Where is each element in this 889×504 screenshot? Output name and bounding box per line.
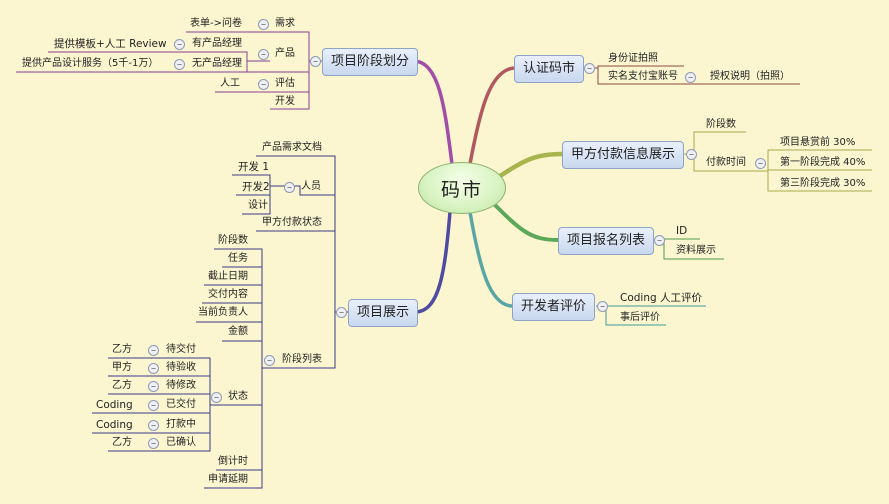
node-sl-task[interactable]: 任务 (228, 253, 248, 264)
branch-review (468, 211, 513, 308)
node-no-pm[interactable]: 无产品经理 (192, 58, 242, 69)
collapse-toggle-icon[interactable]: − (174, 59, 185, 70)
collapse-toggle-icon[interactable]: − (755, 158, 766, 169)
node-state-6-party[interactable]: 乙方 (112, 437, 132, 448)
collapse-toggle-icon[interactable]: − (258, 79, 269, 90)
collapse-toggle-icon[interactable]: − (584, 63, 595, 74)
collapse-toggle-icon[interactable]: − (654, 235, 665, 246)
node-sl-count[interactable]: 阶段数 (218, 235, 248, 246)
node-demand-form[interactable]: 表单->问卷 (190, 18, 242, 29)
branch-show (414, 211, 452, 314)
node-signup-profile[interactable]: 资料展示 (676, 245, 716, 256)
collapse-toggle-icon[interactable]: − (148, 438, 159, 449)
node-state-3-party[interactable]: 乙方 (112, 380, 132, 391)
node-people[interactable]: 人员 (301, 181, 321, 192)
topic-show[interactable]: 项目展示 (348, 299, 419, 327)
root-node[interactable]: 码市 (418, 162, 506, 214)
collapse-toggle-icon[interactable]: − (336, 307, 347, 318)
topic-signup[interactable]: 项目报名列表 (558, 227, 655, 255)
topic-stage[interactable]: 项目阶段划分 (322, 48, 419, 76)
node-estimate-manual[interactable]: 人工 (220, 78, 240, 89)
node-stage-list[interactable]: 阶段列表 (282, 354, 322, 365)
topic-payinfo[interactable]: 甲方付款信息展示 (562, 141, 685, 169)
node-product[interactable]: 产品 (275, 48, 295, 59)
node-dev2[interactable]: 开发2 (242, 181, 270, 193)
branch-signup (490, 200, 559, 242)
node-no-pm-service[interactable]: 提供产品设计服务（5千-1万） (22, 58, 159, 69)
node-review-coding[interactable]: Coding 人工评价 (620, 292, 702, 304)
node-pay-t1[interactable]: 项目悬赏前 30% (780, 137, 856, 148)
node-state-6[interactable]: 已确认 (166, 437, 196, 448)
node-paytime[interactable]: 付款时间 (706, 157, 746, 168)
node-sl-owner[interactable]: 当前负责人 (198, 307, 248, 318)
branch-auth (468, 66, 515, 165)
node-signup-id[interactable]: ID (676, 225, 688, 237)
node-state-4[interactable]: 已交付 (166, 399, 196, 410)
node-state-5[interactable]: 打款中 (166, 419, 196, 430)
branch-payinfo (498, 151, 563, 178)
node-state-1-party[interactable]: 乙方 (112, 344, 132, 355)
collapse-toggle-icon[interactable]: − (310, 56, 321, 67)
node-auth-note[interactable]: 授权说明（拍照） (710, 71, 790, 82)
collapse-toggle-icon[interactable]: − (686, 149, 697, 160)
node-state-2-party[interactable]: 甲方 (112, 362, 132, 373)
collapse-toggle-icon[interactable]: − (148, 420, 159, 431)
node-dev1[interactable]: 开发 1 (238, 161, 270, 173)
collapse-toggle-icon[interactable]: − (148, 381, 159, 392)
collapse-toggle-icon[interactable]: − (597, 301, 608, 312)
branch-stage (413, 59, 454, 165)
collapse-toggle-icon[interactable]: − (148, 363, 159, 374)
collapse-toggle-icon[interactable]: − (258, 19, 269, 30)
node-review-after[interactable]: 事后评价 (620, 312, 660, 323)
node-sl-amount[interactable]: 金额 (228, 326, 248, 337)
node-sl-deliver[interactable]: 交付内容 (208, 289, 248, 300)
collapse-toggle-icon[interactable]: − (148, 400, 159, 411)
node-pay-state[interactable]: 甲方付款状态 (262, 217, 322, 228)
node-pay-t3[interactable]: 第三阶段完成 30% (780, 178, 866, 189)
node-sl-countdown[interactable]: 倒计时 (218, 456, 248, 467)
node-pay-stages[interactable]: 阶段数 (706, 119, 736, 130)
node-state-3[interactable]: 待修改 (166, 380, 196, 391)
collapse-toggle-icon[interactable]: − (148, 345, 159, 356)
collapse-toggle-icon[interactable]: − (264, 355, 275, 366)
node-has-pm[interactable]: 有产品经理 (192, 38, 242, 49)
node-state-1[interactable]: 待交付 (166, 344, 196, 355)
node-state-2[interactable]: 待验收 (166, 362, 196, 373)
node-demand[interactable]: 需求 (275, 18, 295, 29)
node-sl-deadline[interactable]: 截止日期 (208, 271, 248, 282)
topic-auth[interactable]: 认证码市 (514, 55, 585, 83)
collapse-toggle-icon[interactable]: − (284, 182, 295, 193)
node-id-photo[interactable]: 身份证拍照 (608, 53, 658, 64)
node-alipay[interactable]: 实名支付宝账号 (608, 71, 678, 82)
node-sl-state[interactable]: 状态 (228, 391, 248, 402)
node-estimate[interactable]: 评估 (275, 78, 295, 89)
collapse-toggle-icon[interactable]: − (685, 72, 696, 83)
collapse-toggle-icon[interactable]: − (174, 39, 185, 50)
node-develop[interactable]: 开发 (275, 96, 295, 107)
node-sl-extend[interactable]: 申请延期 (208, 474, 248, 485)
node-state-5-party[interactable]: Coding (96, 419, 133, 431)
topic-review[interactable]: 开发者评价 (512, 293, 596, 321)
node-design[interactable]: 设计 (248, 200, 268, 211)
node-pay-t2[interactable]: 第一阶段完成 40% (780, 157, 866, 168)
collapse-toggle-icon[interactable]: − (211, 392, 222, 403)
collapse-toggle-icon[interactable]: − (258, 49, 269, 60)
node-product-doc[interactable]: 产品需求文档 (262, 142, 322, 153)
node-state-4-party[interactable]: Coding (96, 399, 133, 411)
node-has-pm-template[interactable]: 提供模板+人工 Review (54, 38, 167, 50)
